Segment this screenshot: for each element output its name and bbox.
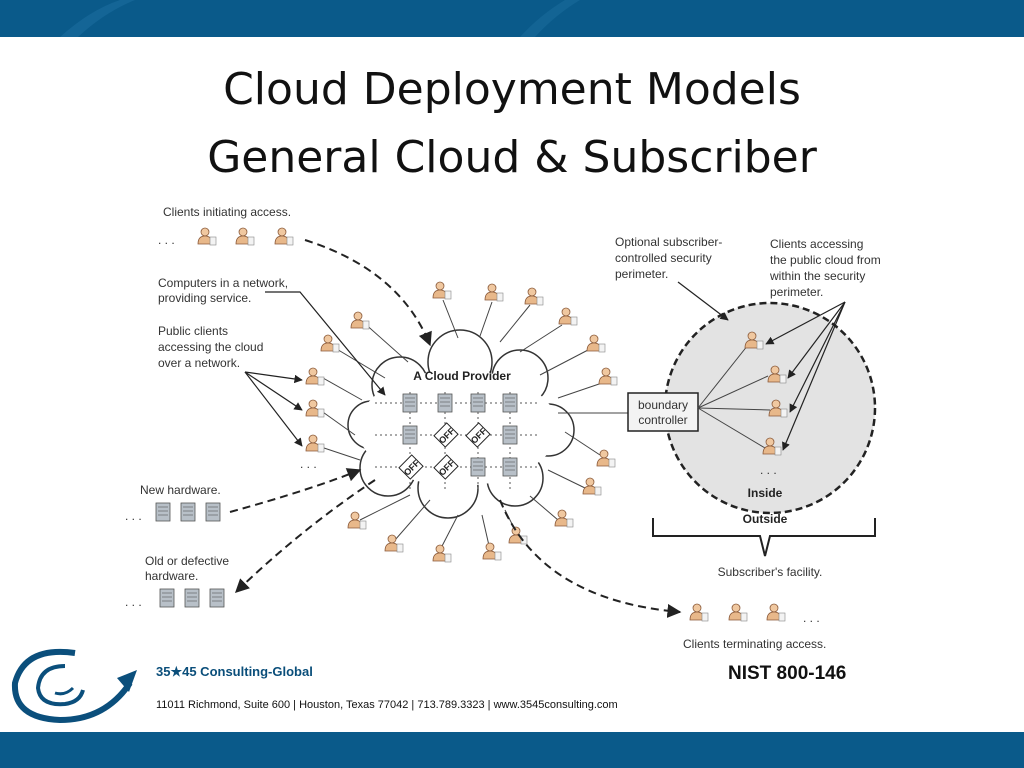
internal-spokes: [697, 344, 771, 449]
public-clients-line3: over a network.: [158, 356, 240, 370]
initiating-client: [197, 227, 217, 246]
clients-accessing-line1: Clients accessing: [770, 237, 863, 251]
ellipsis: . . .: [125, 595, 142, 609]
public-clients-pointers: [244, 371, 303, 447]
clients-accessing-line3: within the security: [769, 269, 865, 283]
ellipsis: . . .: [760, 463, 777, 477]
clients-initiating-label: Clients initiating access.: [163, 205, 291, 219]
clients-accessing-pointers: [765, 301, 846, 451]
bottom-band: [0, 732, 1024, 768]
clients-terminating-label: Clients terminating access.: [683, 637, 826, 651]
old-server: [184, 588, 200, 608]
boundary-controller: [627, 392, 699, 432]
optional-perimeter-line1: Optional subscriber-: [615, 235, 722, 249]
facility-bracket: [652, 518, 876, 557]
outside-label: Outside: [743, 512, 788, 526]
subscriber-facility-label: Subscriber's facility.: [718, 565, 823, 579]
company-name: 35★45 Consulting-Global: [156, 664, 313, 679]
old-hardware-line1: Old or defective: [145, 554, 229, 568]
cloud-provider-label: A Cloud Provider: [413, 369, 511, 383]
ellipsis: . . .: [158, 233, 175, 247]
ellipsis: . . .: [125, 509, 142, 523]
old-hardware-arrow: [234, 479, 376, 593]
optional-perimeter-line3: perimeter.: [615, 267, 668, 281]
public-clients-line2: accessing the cloud: [158, 340, 263, 354]
cloud-server-grid: OFF OFF OFF OFF: [375, 392, 540, 490]
new-server: [155, 502, 171, 522]
old-server: [209, 588, 225, 608]
old-server: [159, 588, 175, 608]
slide-title-line2: General Cloud & Subscriber: [207, 132, 817, 183]
terminating-client: [728, 603, 748, 622]
inside-label: Inside: [748, 486, 783, 500]
boundary-controller-line2: controller: [638, 413, 687, 427]
computers-label-line2: providing service.: [158, 291, 251, 305]
cloud-provider-shape: [347, 329, 575, 519]
company-address: 11011 Richmond, Suite 600 | Houston, Tex…: [156, 699, 618, 711]
new-hardware-label: New hardware.: [140, 483, 221, 497]
boundary-controller-line1: boundary: [638, 398, 688, 412]
initiating-client: [235, 227, 255, 246]
clients-accessing-line2: the public cloud from: [770, 253, 881, 267]
new-hardware-arrow: [229, 468, 362, 513]
new-server: [180, 502, 196, 522]
terminating-client: [689, 603, 709, 622]
top-band: [0, 0, 1024, 37]
initiating-arrow: [304, 239, 432, 347]
computers-label-line1: Computers in a network,: [158, 276, 288, 290]
nist-reference: NIST 800-146: [728, 663, 847, 684]
initiating-client: [274, 227, 294, 246]
ellipsis: . . .: [803, 611, 820, 625]
old-hardware-line2: hardware.: [145, 569, 198, 583]
clients-accessing-line4: perimeter.: [770, 285, 823, 299]
network-spokes: [317, 299, 628, 551]
slide-title-line1: Cloud Deployment Models: [223, 64, 801, 115]
ellipsis: . . .: [300, 457, 317, 471]
optional-perimeter-line2: controlled security: [615, 251, 712, 265]
public-clients-line1: Public clients: [158, 324, 228, 338]
terminating-arrow: [499, 499, 682, 618]
perimeter-pointer: [677, 281, 729, 321]
top-band-decoration: [60, 0, 580, 37]
new-server: [205, 502, 221, 522]
computers-pointer: [265, 291, 386, 396]
terminating-client: [766, 603, 786, 622]
company-logo: [11, 648, 137, 724]
